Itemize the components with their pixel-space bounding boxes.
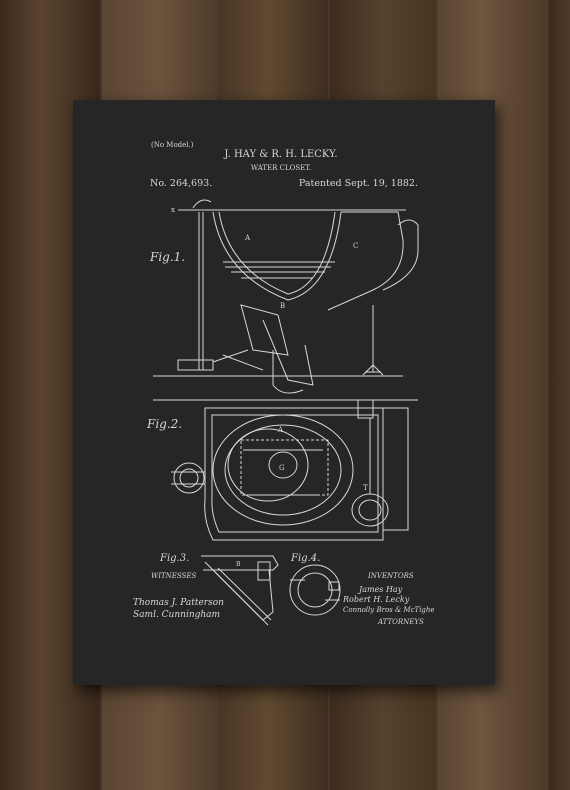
attorneys-label: ATTORNEYS: [377, 618, 424, 626]
witness-signature-2: Saml. Cunningham: [133, 610, 220, 620]
inventors-title: J. HAY & R. H. LECKY.: [223, 149, 337, 160]
figure-2-label: Fig.2.: [146, 417, 182, 431]
fig1-letter: C: [353, 242, 358, 250]
patent-number: No. 264,693.: [150, 178, 212, 189]
witnesses-label: WITNESSES: [151, 572, 196, 580]
figure-1-drawing: [153, 199, 419, 394]
fig2-letter: T: [363, 484, 368, 492]
inventor-signature-1: James Hay: [357, 585, 403, 594]
attorney-signature: Connolly Bros & McTighe: [343, 606, 435, 614]
patent-drawing: (No Model.) J. HAY & R. H. LECKY. WATER …: [133, 141, 435, 626]
wood-plank: [549, 0, 570, 790]
figure-4-drawing: [289, 564, 341, 616]
patent-poster: (No Model.) J. HAY & R. H. LECKY. WATER …: [73, 100, 495, 685]
figure-2-drawing: [153, 399, 418, 541]
witness-signature-1: Thomas J. Patterson: [133, 598, 224, 608]
figure-3-label: Fig.3.: [159, 553, 189, 564]
inventors-label: INVENTORS: [367, 572, 414, 580]
fig2-letter: G: [279, 464, 285, 472]
fig1-letter: B: [280, 302, 285, 310]
figure-1-label: Fig.1.: [149, 250, 185, 264]
fig1-letter: A: [244, 234, 251, 242]
invention-title: WATER CLOSET.: [251, 164, 311, 172]
figure-4-label: Fig.4.: [290, 553, 320, 564]
fig2-letter: A: [277, 426, 284, 434]
fig3-letter: B: [236, 561, 241, 568]
inventor-signature-2: Robert H. Lecky: [342, 595, 410, 604]
model-note: (No Model.): [151, 141, 194, 149]
patent-date: Patented Sept. 19, 1882.: [299, 178, 418, 189]
figure-3-drawing: [201, 555, 279, 626]
fig1-letter: x: [171, 206, 175, 214]
